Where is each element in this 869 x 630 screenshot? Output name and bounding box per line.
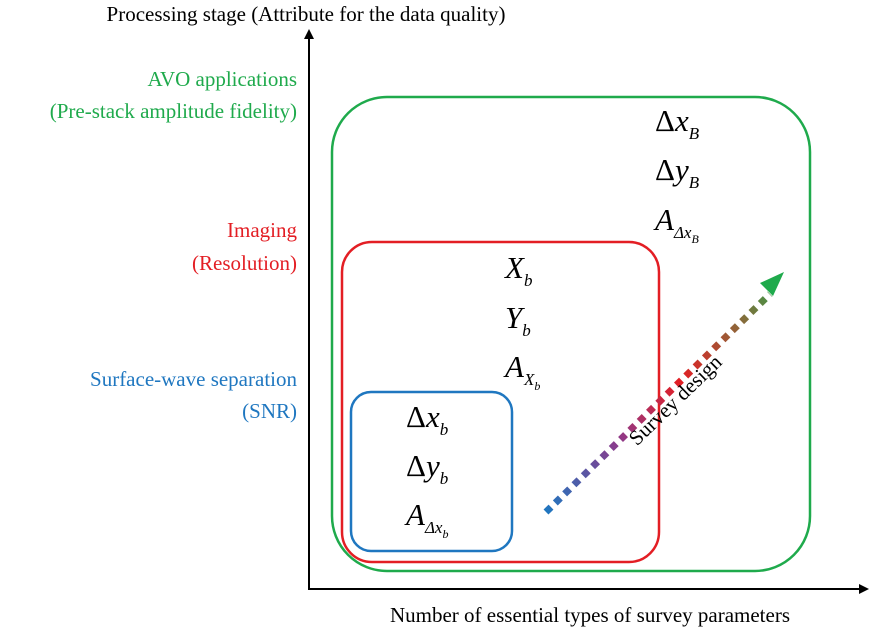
surface-wave-region-box <box>349 390 514 553</box>
x-axis-title: Number of essential types of survey para… <box>390 603 790 627</box>
param-x-medium: Xb <box>503 250 532 290</box>
y-axis-title: Processing stage (Attribute for the data… <box>107 2 506 26</box>
param-amplitude-medium: AXb <box>503 349 540 393</box>
param-amplitude-small: AΔxb <box>404 497 448 541</box>
stage-label-avo-attribute: (Pre-stack amplitude fidelity) <box>50 99 297 123</box>
imaging-region-box <box>340 240 661 564</box>
survey-design-arrowhead <box>760 272 784 296</box>
param-amplitude-large: AΔxB <box>653 202 699 246</box>
avo-region-box <box>330 95 812 573</box>
stage-label-avo-title: AVO applications <box>147 67 297 91</box>
stage-label-imaging-title: Imaging <box>227 218 297 242</box>
param-y-medium: Yb <box>505 300 531 340</box>
stage-label-surface-wave-title: Surface-wave separation <box>90 367 297 391</box>
stage-label-imaging: Imaging (Resolution) <box>192 218 297 275</box>
stage-label-surface-wave: Surface-wave separation (SNR) <box>90 367 297 423</box>
param-delta-y-large: ΔyB <box>655 152 700 192</box>
param-delta-y-small: Δyb <box>406 448 448 488</box>
param-delta-x-small: Δxb <box>406 399 448 439</box>
stage-label-surface-wave-attribute: (SNR) <box>242 399 297 423</box>
survey-design-label: Survey design <box>624 349 727 450</box>
stage-label-avo: AVO applications (Pre-stack amplitude fi… <box>50 67 297 123</box>
param-delta-x-large: ΔxB <box>655 103 700 143</box>
survey-design-arrow-shaft <box>543 291 773 515</box>
stage-label-imaging-attribute: (Resolution) <box>192 251 297 275</box>
